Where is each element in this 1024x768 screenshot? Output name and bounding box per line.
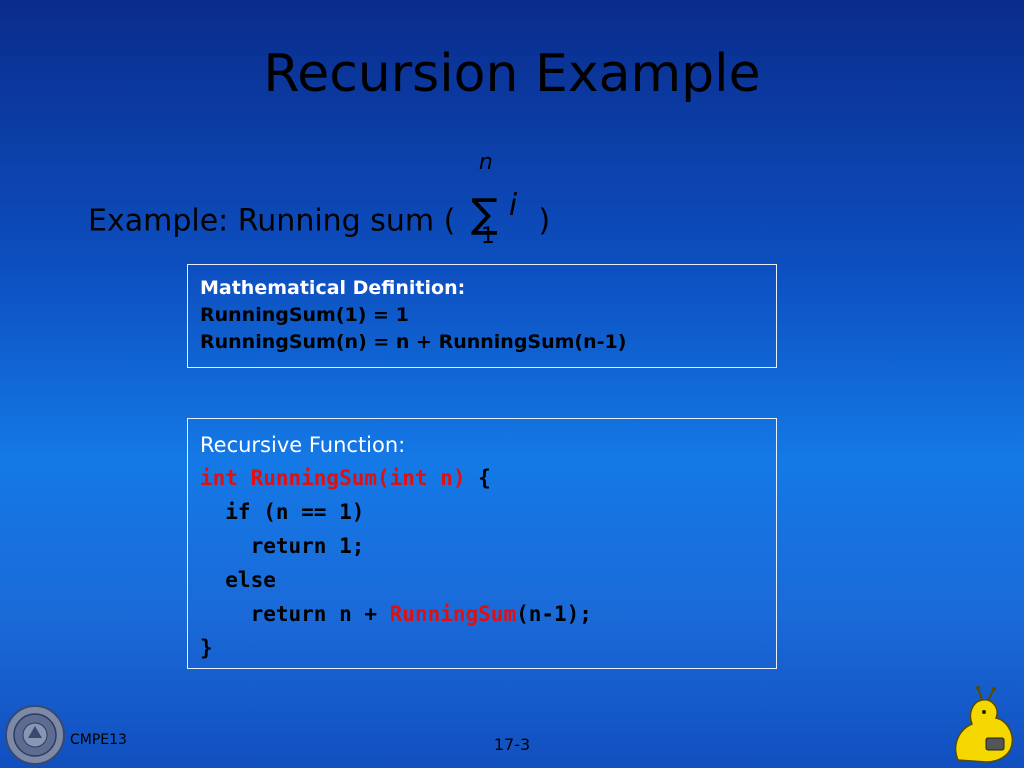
- code-line-return-base: return 1;: [200, 534, 365, 558]
- code-return-call-red: RunningSum: [389, 602, 517, 626]
- function-box: Recursive Function: int RunningSum(int n…: [187, 418, 777, 669]
- code-return-pre: return n +: [200, 602, 390, 626]
- university-seal-icon: [5, 705, 65, 765]
- page-number: 17-3: [493, 735, 531, 754]
- sum-lower-limit: 1: [480, 224, 495, 249]
- definition-box: Mathematical Definition: RunningSum(1) =…: [187, 264, 777, 368]
- code-line-if: if (n == 1): [200, 500, 365, 524]
- example-label: Example: Running sum (: [88, 203, 456, 239]
- code-line-return-recursive: return n + RunningSum(n-1);: [200, 597, 764, 631]
- banana-slug-mascot-icon: [954, 686, 1014, 763]
- code-signature-red: int RunningSum(int n): [200, 466, 466, 490]
- function-heading: Recursive Function:: [200, 433, 406, 457]
- definition-line-base: RunningSum(1) = 1: [200, 304, 409, 326]
- close-paren: ): [538, 203, 551, 239]
- definition-line-recursive: RunningSum(n) = n + RunningSum(n-1): [200, 331, 627, 353]
- code-return-post: (n-1);: [516, 602, 592, 626]
- sum-variable: i: [508, 188, 518, 223]
- slide-title: Recursion Example: [263, 44, 761, 104]
- code-line-close: }: [200, 636, 213, 660]
- code-signature-brace: {: [465, 466, 491, 490]
- course-label: CMPE13: [70, 732, 127, 748]
- definition-heading: Mathematical Definition:: [200, 277, 466, 299]
- sigma-symbol: ∑: [470, 191, 498, 237]
- code-line-else: else: [200, 568, 276, 592]
- sum-upper-limit: n: [478, 150, 493, 175]
- code-line-signature: int RunningSum(int n) {: [200, 461, 764, 495]
- example-line: Example: Running sum ( n ∑ i 1 ): [88, 150, 551, 266]
- summation-formula: n ∑ i 1: [470, 150, 523, 266]
